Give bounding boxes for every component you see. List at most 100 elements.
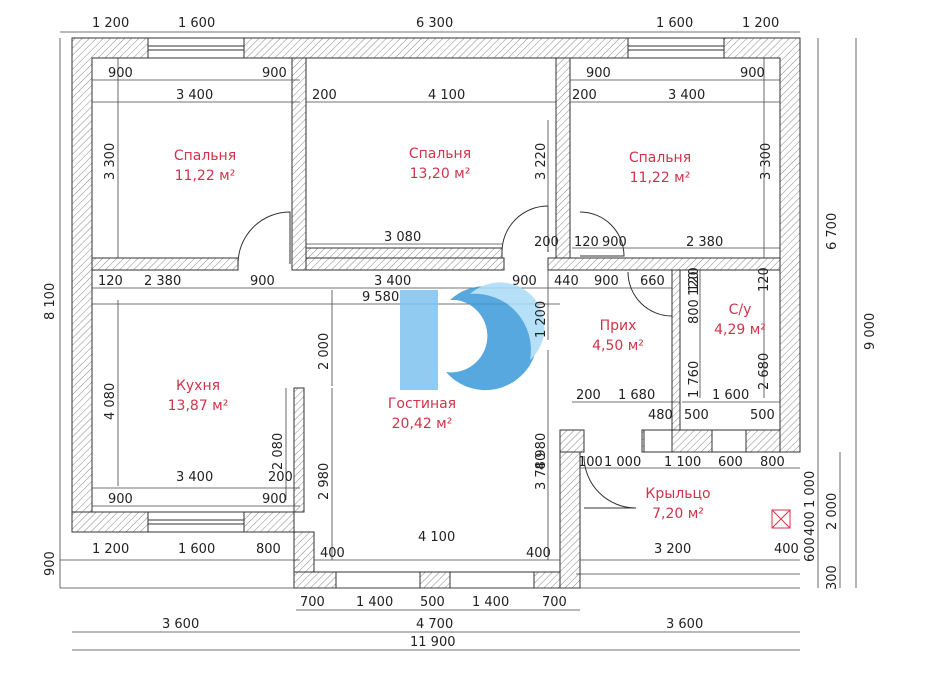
room-name: Прих <box>600 318 637 334</box>
room-name: Кухня <box>176 378 220 394</box>
room-area: 11,22 м² <box>630 170 691 186</box>
wall-int-v2 <box>555 57 571 259</box>
room-area: 4,50 м² <box>592 338 644 354</box>
dim-label: 1 760 <box>687 361 702 398</box>
dim-label: 1 400 <box>472 595 509 610</box>
dim-label: 1 400 <box>356 595 393 610</box>
dim-label: 9 580 <box>362 290 399 305</box>
watermark-logo <box>400 282 545 391</box>
dim-label: 600 <box>803 537 818 562</box>
wall-int-h2 <box>291 257 505 271</box>
wall-living-right <box>559 429 581 589</box>
dim-label: 900 <box>108 492 133 507</box>
dim-label: 2 380 <box>144 274 181 289</box>
dim-label: 1 600 <box>656 16 693 31</box>
room-area: 11,22 м² <box>175 168 236 184</box>
dim-label: 900 <box>43 551 58 576</box>
dim-label: 400 <box>526 546 551 561</box>
dim-label: 900 <box>602 235 627 250</box>
room-labels: Спальня 11,22 м² Спальня 13,20 м² Спальн… <box>168 146 766 522</box>
dim-label: 100 <box>578 455 603 470</box>
dim-label: 1 600 <box>178 542 215 557</box>
dim-label: 3 400 <box>176 470 213 485</box>
dim-label: 3 200 <box>654 542 691 557</box>
dim-label: 500 <box>750 408 775 423</box>
dim-label: 4 100 <box>418 530 455 545</box>
dim-label: 11 900 <box>410 635 456 650</box>
wall-bath-left <box>671 269 681 431</box>
dim-label: 200 <box>572 88 597 103</box>
post-symbol <box>771 509 791 529</box>
dim-label: 1 600 <box>178 16 215 31</box>
dim-label: 3 400 <box>374 274 411 289</box>
dim-label: 120 <box>687 271 702 296</box>
dim-label: 3 300 <box>759 143 774 180</box>
dim-label: 800 <box>687 299 702 324</box>
dim-label: 500 <box>684 408 709 423</box>
room-area: 13,87 м² <box>168 398 229 414</box>
room-name: Крыльцо <box>645 486 710 502</box>
dim-label: 2 980 <box>317 463 332 500</box>
dim-label: 120 <box>757 267 772 292</box>
dim-label: 1 200 <box>92 16 129 31</box>
dim-label: 600 <box>718 455 743 470</box>
dim-label: 200 <box>576 388 601 403</box>
dim-label: 8 100 <box>43 283 58 320</box>
dim-label: 900 <box>586 66 611 81</box>
dim-label: 400 <box>803 511 818 536</box>
dim-label: 3 600 <box>162 617 199 632</box>
wall-int-v1 <box>291 57 307 271</box>
dim-label: 480 <box>648 408 673 423</box>
dim-label: 1 100 <box>664 455 701 470</box>
dim-label: 900 <box>594 274 619 289</box>
room-area: 13,20 м² <box>410 166 471 182</box>
dim-label: 440 <box>554 274 579 289</box>
dim-label: 120 <box>98 274 123 289</box>
room-name: Гостиная <box>388 396 456 412</box>
dim-label: 6 700 <box>825 213 840 250</box>
dim-label: 3 080 <box>384 230 421 245</box>
dim-label: 800 <box>256 542 281 557</box>
dim-label: 1 200 <box>742 16 779 31</box>
dim-label: 120 <box>687 267 702 292</box>
dim-label: 2 000 <box>825 493 840 530</box>
dim-label: 800 <box>760 455 785 470</box>
room-name: С/у <box>729 302 752 318</box>
wall-corner <box>559 429 585 453</box>
dim-label: 400 <box>320 546 345 561</box>
dim-label: 2 000 <box>317 333 332 370</box>
dim-label: 200 <box>534 235 559 250</box>
wall-kitchen-part <box>293 387 305 513</box>
dim-label: 900 <box>740 66 765 81</box>
dimension-labels: 1 200 1 600 6 300 1 600 1 200 900 900 3 … <box>43 16 878 650</box>
dim-label: 1 200 <box>534 301 549 338</box>
room-area: 20,42 м² <box>392 416 453 432</box>
dim-label: 4 100 <box>428 88 465 103</box>
room-name: Спальня <box>409 146 471 162</box>
dim-label: 1 000 <box>604 455 641 470</box>
dim-label: 1 000 <box>803 471 818 508</box>
dim-label: 700 <box>542 595 567 610</box>
dim-label: 4 700 <box>416 617 453 632</box>
dim-label: 2 680 <box>757 353 772 390</box>
doors <box>237 205 673 509</box>
dim-label: 1 600 <box>712 388 749 403</box>
dim-label: 200 <box>312 88 337 103</box>
room-area: 4,29 м² <box>714 322 766 338</box>
dim-label: 3 400 <box>176 88 213 103</box>
dim-label: 900 <box>512 274 537 289</box>
dim-label: 4 980 <box>534 433 549 470</box>
dim-label: 4 080 <box>103 383 118 420</box>
dim-label: 660 <box>640 274 665 289</box>
dim-label: 1 200 <box>92 542 129 557</box>
dim-label: 900 <box>250 274 275 289</box>
dimension-lines <box>59 31 857 651</box>
dim-label: 6 300 <box>416 16 453 31</box>
dim-label: 3 400 <box>668 88 705 103</box>
dim-label: 1 680 <box>618 388 655 403</box>
dim-label: 700 <box>300 595 325 610</box>
wall-int-h1 <box>91 257 239 271</box>
dim-label: 120 <box>574 235 599 250</box>
dim-label: 900 <box>108 66 133 81</box>
